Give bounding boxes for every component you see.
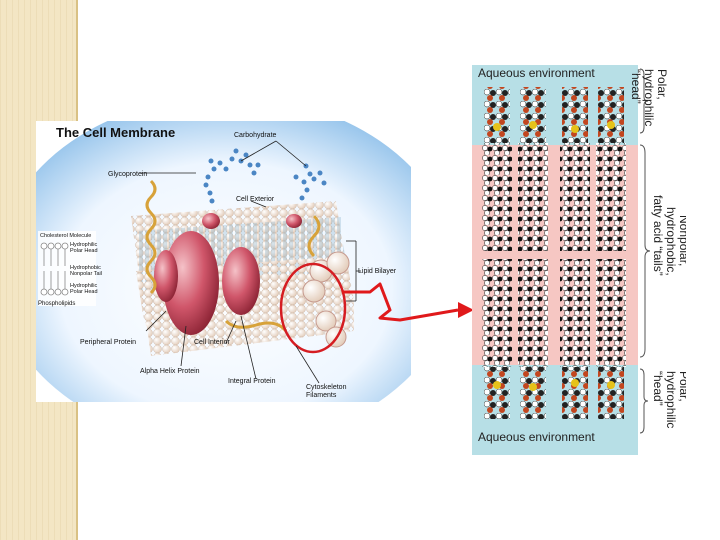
- tails-line-3: fatty acid “tails”: [651, 195, 665, 276]
- lipid-bilayer-label: Lipid Bilayer: [358, 268, 397, 275]
- alpha-helix-label: Alpha Helix Protein: [140, 368, 200, 375]
- head-bottom-line-2: hydrophilic: [664, 371, 678, 428]
- zoom-connector-arrow: [340, 280, 480, 330]
- cell-interior-label: Cell Interior: [194, 339, 230, 346]
- cytoskeleton-label-2: Filaments: [306, 392, 337, 399]
- polar-head-label-1: Polar Head: [70, 248, 98, 254]
- aqueous-label-top: Aqueous environment: [478, 66, 595, 80]
- cell-exterior-label: Cell Exterior: [236, 196, 275, 203]
- head-bottom-line-3: “head”: [651, 371, 665, 406]
- cytoskeleton-label-1: Cytoskeleton: [306, 384, 347, 391]
- tails-line-2: hydrophobic,: [664, 207, 678, 276]
- peripheral-protein: [202, 213, 220, 229]
- bilayer-detail-diagram: Aqueous environment Aqueous environment: [472, 65, 686, 455]
- glycoprotein-label: Glycoprotein: [108, 171, 147, 178]
- carbohydrate-label: Carbohydrate: [234, 132, 277, 139]
- head-top-line-3: “head”: [629, 69, 643, 104]
- diagram-title: The Cell Membrane: [56, 125, 175, 140]
- aqueous-label-bottom: Aqueous environment: [478, 430, 595, 444]
- head-top-line-2: hydrophilic: [642, 69, 656, 126]
- nonpolar-tail-label: Nonpolar Tail: [70, 271, 102, 277]
- phospholipids-label: Phospholipids: [38, 301, 75, 307]
- polar-head-label-2: Polar Head: [70, 289, 98, 295]
- peripheral-protein-label: Peripheral Protein: [80, 339, 136, 346]
- cholesterol-label: Cholesterol Molecule: [40, 233, 91, 239]
- integral-protein-label: Integral Protein: [228, 378, 276, 385]
- cell-membrane-diagram: The Cell Membrane: [36, 121, 411, 402]
- head-top-line-1: Polar,: [655, 69, 669, 100]
